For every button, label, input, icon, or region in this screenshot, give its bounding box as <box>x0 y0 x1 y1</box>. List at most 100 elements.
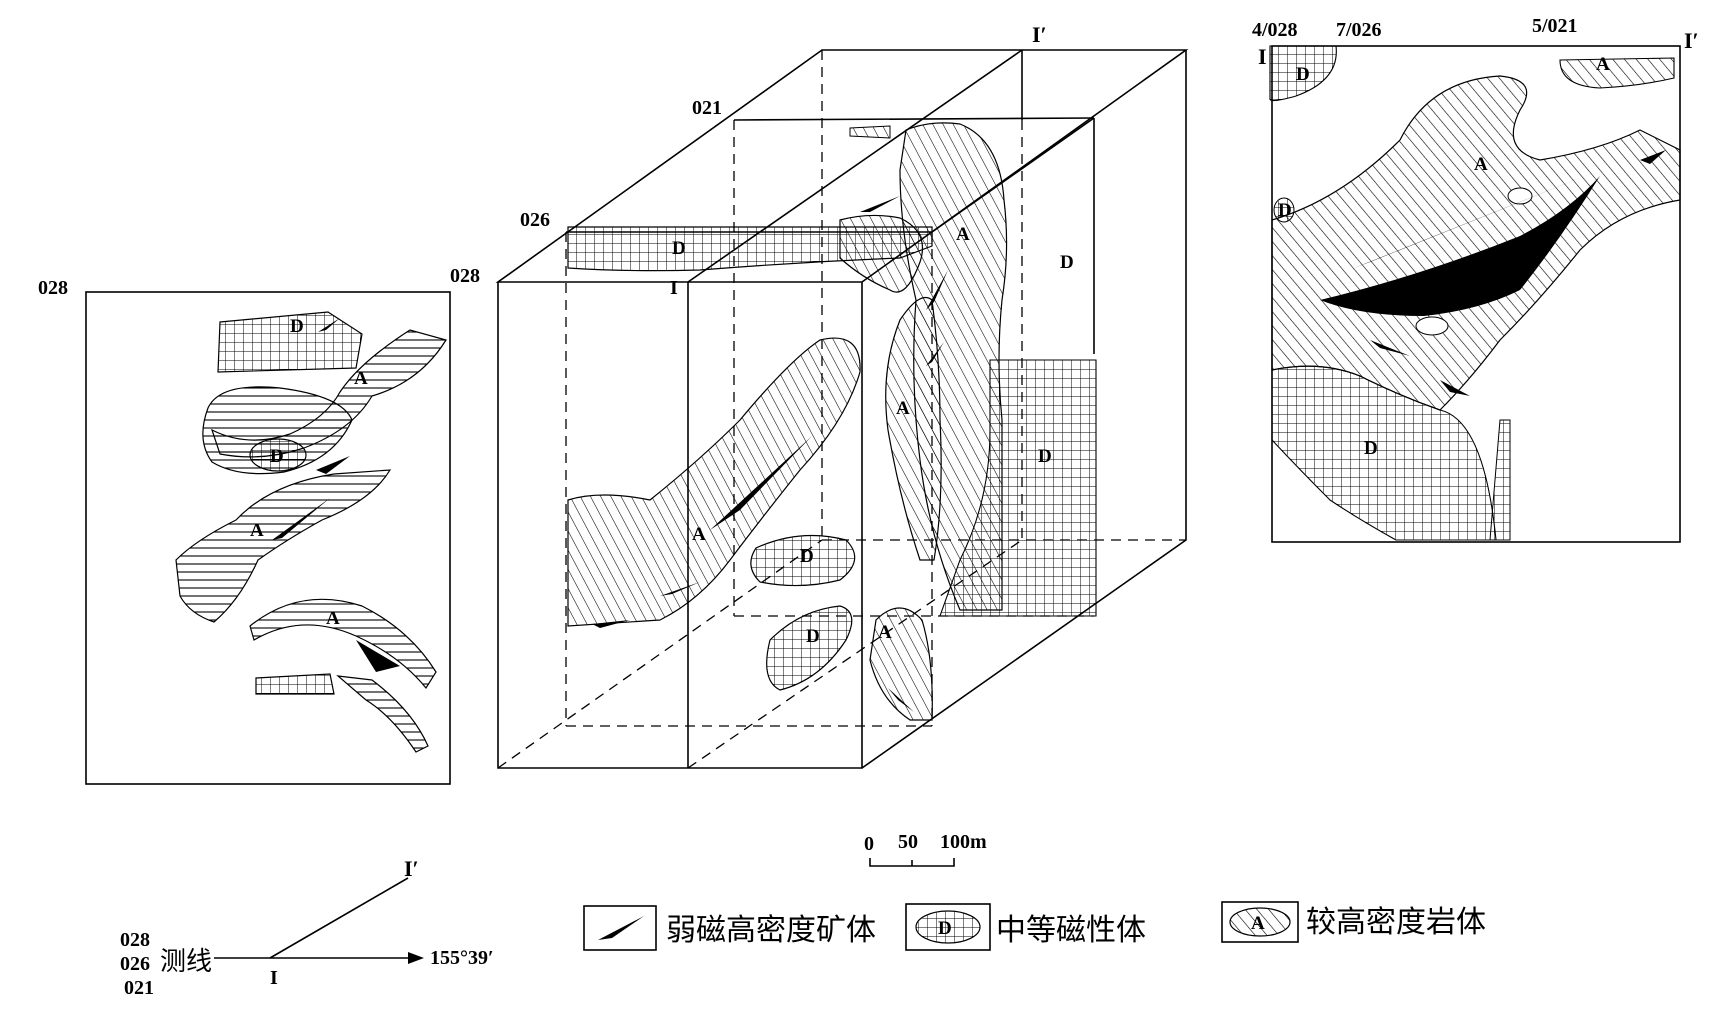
profile-label-5-021: 5/021 <box>1532 15 1578 37</box>
block-hidden-bottom-left <box>497 539 823 769</box>
block-rock-body-small-top <box>849 125 891 139</box>
legend-ore-swatch-box <box>583 905 657 951</box>
block-ore-body-1 <box>860 196 900 212</box>
section-028-magnetic-body-inner <box>249 438 307 472</box>
block-zone-a-center: A <box>692 524 706 545</box>
orientation-diagram: 028 026 021 测线 I I′ 155°39′ <box>120 856 494 999</box>
legend-magnetic-swatch <box>915 910 981 944</box>
block-zone-d-lower: D <box>806 626 820 647</box>
block-3d: 021 026 028 I′ I D A D A D A D D A <box>450 22 1189 769</box>
section-028-ore-body-4 <box>356 640 400 672</box>
profile-label-4-028: 4/028 <box>1252 19 1298 41</box>
orientation-line-026: 026 <box>120 953 150 975</box>
block-rock-body-a-center <box>567 337 861 627</box>
scale-bar-line <box>869 858 955 867</box>
profile-magnetic-body-left <box>1273 197 1295 223</box>
block-zone-d-right-grid: D <box>1038 446 1052 467</box>
orientation-profile-line <box>269 877 409 959</box>
section-028-panel: 028 D A D A A <box>38 277 451 785</box>
block-rock-body-a-top <box>839 214 924 293</box>
block-rock-body-a-right <box>885 296 942 561</box>
legend-magnetic-label: 中等磁性体 <box>996 913 1146 948</box>
block-label-profile-end: I′ <box>1032 22 1047 47</box>
profile-ore-body-1 <box>1370 340 1410 356</box>
profile-zone-d-topleft: D <box>1296 64 1310 85</box>
legend-magnetic-symbol: D <box>938 918 952 939</box>
legend-rock-label: 较高密度岩体 <box>1306 905 1486 940</box>
block-zone-d-top: D <box>672 238 686 259</box>
block-zone-d-right-top: D <box>1060 252 1074 273</box>
profile-ore-body-3 <box>1640 150 1666 164</box>
profile-ore-body-upper <box>1354 170 1600 268</box>
profile-white-lens-2 <box>1507 187 1533 205</box>
block-ore-body-5 <box>592 620 630 628</box>
scale-tick-0: 0 <box>864 833 874 855</box>
section-028-rock-body-tail <box>336 675 429 753</box>
block-magnetic-body-center <box>750 534 856 587</box>
block-ore-body-7 <box>888 688 914 712</box>
profile-ore-body-2 <box>1440 380 1470 396</box>
orientation-end-label: I′ <box>404 856 419 881</box>
block-ore-body-main <box>710 436 812 530</box>
block-026-021-edge <box>931 117 1095 233</box>
section-028-ore-body-2 <box>316 456 350 474</box>
profile-zone-d-bottom: D <box>1364 438 1378 459</box>
profile-section-frame <box>1271 45 1681 543</box>
legend-rock-swatch <box>1229 907 1291 937</box>
block-zone-a-top: A <box>956 224 970 245</box>
section-028-zone-d-top: D <box>290 316 304 337</box>
profile-rock-body-a-top <box>1559 57 1675 89</box>
block-021-top-edge <box>733 117 1095 121</box>
section-028-zone-a-middle: A <box>250 520 264 541</box>
block-label-021: 021 <box>692 97 722 119</box>
profile-magnetic-body-topleft <box>1269 45 1337 102</box>
section-028-line-label: 028 <box>38 277 68 299</box>
section-028-zone-d-inner: D <box>270 446 284 467</box>
section-028-magnetic-body-small <box>255 673 335 695</box>
profile-label-end: I′ <box>1684 28 1699 53</box>
profile-label-start: I <box>1258 44 1267 69</box>
profile-magnetic-body-bottom-right <box>1489 419 1511 541</box>
legend-magnetic-swatch-box <box>905 903 991 951</box>
block-front-face <box>497 282 863 769</box>
section-028-zone-a-lower: A <box>326 608 340 629</box>
profile-zone-a-main: A <box>1474 154 1488 175</box>
orientation-line-028: 028 <box>120 929 150 951</box>
profile-ore-body-main <box>1320 176 1600 316</box>
section-028-ore-body-1 <box>318 318 340 332</box>
block-label-028: 028 <box>450 265 480 287</box>
legend-ore-swatch <box>598 916 644 940</box>
legend: 弱磁高密度矿体 D 中等磁性体 A 较高密度岩体 <box>583 901 1486 951</box>
orientation-azimuth: 155°39′ <box>430 947 494 969</box>
legend-rock-symbol: A <box>1251 913 1265 934</box>
section-028-frame <box>85 291 451 785</box>
profile-label-7-026: 7/026 <box>1336 19 1382 41</box>
profile-section-panel: I I′ 4/028 7/026 5/021 A D A D D <box>1252 15 1699 543</box>
legend-ore-label: 弱磁高密度矿体 <box>666 913 876 948</box>
orientation-line-021: 021 <box>124 977 154 999</box>
section-028-zone-a-upper: A <box>354 368 368 389</box>
scale-tick-50: 50 <box>898 831 918 853</box>
block-label-026: 026 <box>520 209 550 231</box>
block-hidden-bottom-i <box>687 539 1023 769</box>
arrow-right-icon <box>408 952 424 964</box>
profile-zone-d-left: D <box>1278 200 1292 221</box>
section-028-rock-body-lens <box>202 386 353 475</box>
scale-bar: 0 50 100m <box>864 831 987 867</box>
block-magnetic-body-lower <box>766 605 853 691</box>
scale-tick-100: 100m <box>940 831 987 853</box>
block-zone-a-right: A <box>896 398 910 419</box>
profile-white-lens-1 <box>1415 316 1449 336</box>
section-028-rock-body-middle <box>175 469 392 623</box>
section-028-rock-body-lower <box>249 598 437 690</box>
block-zone-d-center: D <box>800 546 814 567</box>
orientation-survey-line-label: 测线 <box>160 947 212 977</box>
profile-rock-body-a-main <box>1271 75 1681 411</box>
block-ore-body-3 <box>926 342 944 366</box>
orientation-start-label: I <box>270 967 278 989</box>
block-top-divider-i <box>687 49 1023 283</box>
block-magnetic-body-right <box>939 359 1097 617</box>
block-label-profile-start: I <box>670 277 678 299</box>
